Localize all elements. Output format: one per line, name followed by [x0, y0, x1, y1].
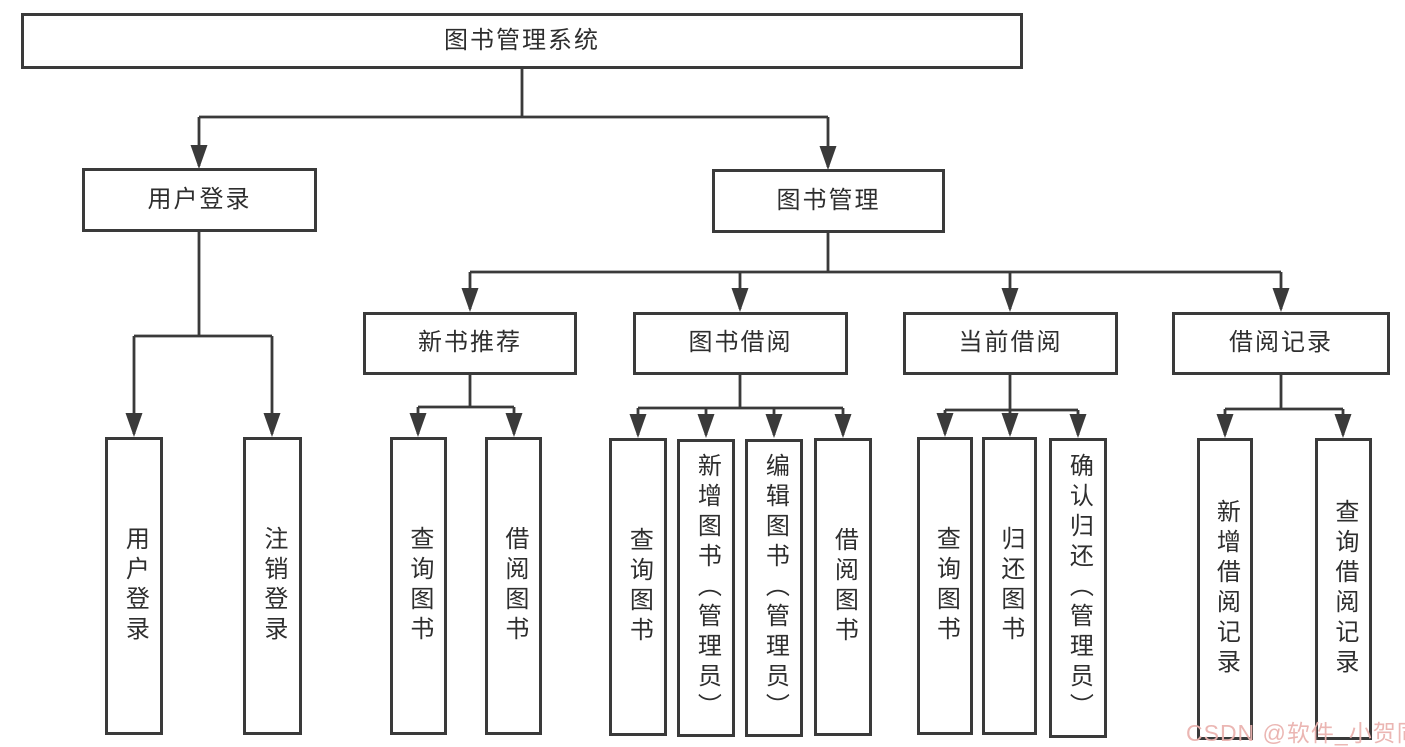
connector-book-management-sections — [461, 233, 1290, 312]
connector-current-borrow-children — [936, 375, 1087, 438]
arrow-down-icon — [461, 288, 479, 312]
node-user-login: 用户登录 — [82, 168, 317, 232]
connector-borrow-records-children — [1216, 375, 1352, 438]
arrow-down-icon — [629, 414, 647, 438]
connector-user-login-children — [125, 232, 281, 437]
arrow-down-icon — [765, 414, 783, 438]
leaf-current-query-books: 查询图书 — [917, 437, 973, 735]
node-book-borrow: 图书借阅 — [633, 312, 848, 375]
leaf-borrow-query-books: 查询图书 — [609, 438, 667, 736]
node-new-book-recommend: 新书推荐 — [363, 312, 577, 375]
arrow-down-icon — [1001, 413, 1019, 437]
leaf-logout: 注销登录 — [243, 437, 302, 735]
connector-book-borrow-children — [629, 375, 852, 438]
node-root-system: 图书管理系统 — [21, 13, 1023, 69]
arrow-down-icon — [1272, 288, 1290, 312]
leaf-recommend-query-books: 查询图书 — [390, 437, 447, 735]
leaf-current-confirm-return-admin: 确认归还（管理员） — [1049, 438, 1107, 738]
arrow-down-icon — [409, 413, 427, 437]
leaf-current-return-books: 归还图书 — [982, 437, 1037, 735]
leaf-user-login: 用户登录 — [105, 437, 163, 735]
arrow-down-icon — [731, 288, 749, 312]
arrow-down-icon — [1001, 288, 1019, 312]
arrow-down-icon — [936, 413, 954, 437]
leaf-records-add-record: 新增借阅记录 — [1197, 438, 1253, 740]
arrow-down-icon — [697, 414, 715, 438]
arrow-down-icon — [1334, 414, 1352, 438]
arrow-down-icon — [263, 413, 281, 437]
node-borrow-records: 借阅记录 — [1172, 312, 1390, 375]
leaf-borrow-edit-books-admin: 编辑图书（管理员） — [745, 439, 803, 737]
leaf-borrow-add-books-admin: 新增图书（管理员） — [677, 439, 735, 737]
connector-new-book-children — [409, 375, 523, 437]
arrow-down-icon — [125, 413, 143, 437]
arrow-down-icon — [505, 413, 523, 437]
arrow-down-icon — [834, 414, 852, 438]
node-current-borrow: 当前借阅 — [903, 312, 1118, 375]
leaf-records-query-record: 查询借阅记录 — [1315, 438, 1372, 740]
node-book-management: 图书管理 — [712, 169, 945, 233]
arrow-down-icon — [190, 145, 208, 169]
arrow-down-icon — [1216, 414, 1234, 438]
connector-root-to-level2 — [190, 69, 837, 170]
leaf-borrow-borrow-books: 借阅图书 — [814, 438, 872, 736]
arrow-down-icon — [1069, 414, 1087, 438]
leaf-recommend-borrow-books: 借阅图书 — [485, 437, 542, 735]
arrow-down-icon — [819, 146, 837, 170]
